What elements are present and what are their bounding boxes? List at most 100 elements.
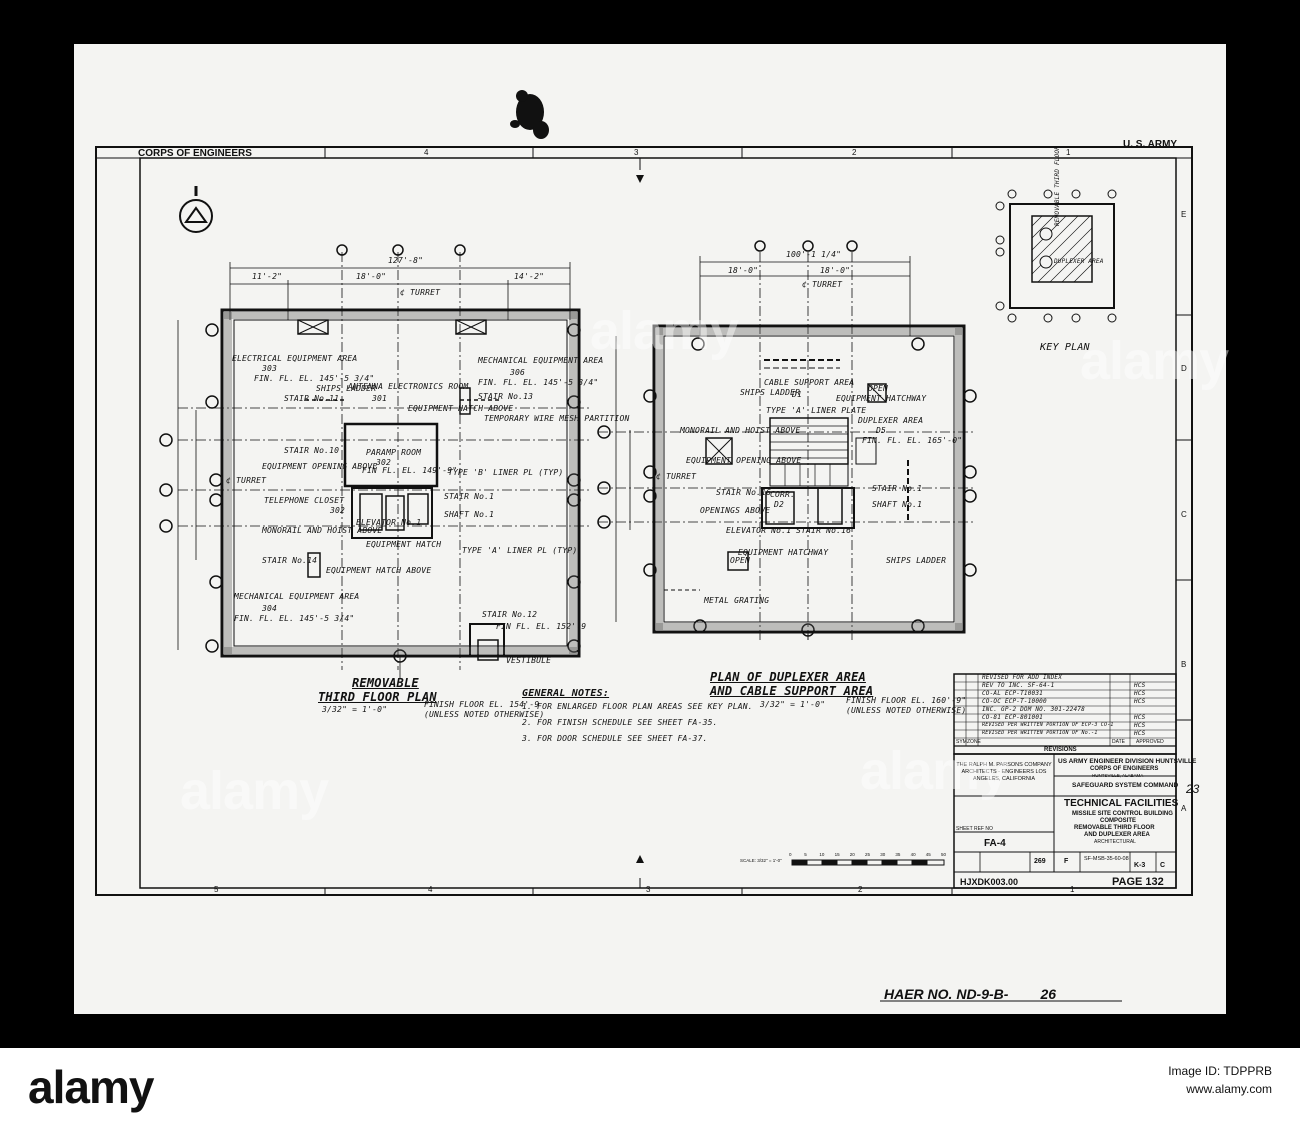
room-mech-north-label: MECHANICAL EQUIPMENT AREA — [478, 356, 604, 365]
drawing-subtitle-3: REMOVABLE THIRD FLOOR — [1074, 825, 1155, 831]
zone-col-bottom-2: 2 — [858, 885, 863, 894]
revisions-col-sym: SYM — [956, 739, 967, 745]
room-antenna-label: ANTENNA ELECTRONICS ROOM — [348, 382, 469, 391]
callout-stair-11: STAIR No.11 — [284, 394, 340, 403]
room-electrical-label: ELECTRICAL EQUIPMENT AREA — [232, 354, 358, 363]
callout-wire-mesh: TEMPORARY WIRE MESH PARTITION — [484, 414, 630, 423]
drawing-subtitle-2: COMPOSITE — [1100, 818, 1137, 824]
callout-vestibule: VESTIBULE — [506, 656, 552, 665]
room-duplexer-elevation: FIN. FL. EL. 165'-0" — [862, 436, 963, 445]
right-dim-b: 18'-0" — [820, 266, 851, 275]
left-dim-overall: 127'-8" — [388, 256, 424, 265]
room-mech-south-elevation: FIN. FL. EL. 145'-5 3/4" — [234, 614, 355, 623]
left-turret: ¢ TURRET — [400, 288, 441, 297]
revision-by-6: HCS — [1134, 714, 1146, 721]
key-plan-label-a: REMOVABLE THIRD FLOOR — [1054, 145, 1061, 226]
haer-number: HAER NO. ND-9-B-26 — [884, 986, 1057, 1002]
firm-name: THE RALPH M. PARSONS COMPANY ARCHITECTS … — [956, 762, 1052, 782]
scale-tick-label: 45 — [925, 852, 931, 857]
callout-type-a-liner: TYPE 'A' LINER PL (TYP) — [462, 546, 578, 555]
zone-row-c: C — [1181, 510, 1187, 519]
scale-tick-label: 30 — [880, 852, 886, 857]
left-plan-scale: 3/32" = 1'-0" — [322, 705, 388, 714]
revisions-title: REVISIONS — [1044, 747, 1077, 753]
room-antenna-number: 301 — [372, 394, 388, 403]
revision-by-3: HCS — [1134, 690, 1146, 697]
stock-footer-bar — [0, 1048, 1300, 1130]
room-corridor-label: CORR. — [770, 490, 796, 499]
general-notes-title: GENERAL NOTES: — [522, 688, 610, 699]
watermark-bottom-left: alamy — [180, 761, 329, 821]
right-dim-a: 18'-0" — [728, 266, 759, 275]
callout-openings-above: OPENINGS ABOVE — [700, 506, 771, 515]
revision-by-4: HCS — [1134, 698, 1146, 705]
scale-bar — [791, 859, 945, 866]
zone-row-e: E — [1181, 210, 1187, 219]
image-id: Image ID: TDPPRB — [1168, 1064, 1272, 1078]
zone-row-b: B — [1181, 660, 1187, 669]
zone-col-bottom-4: 4 — [428, 885, 433, 894]
left-plan-finish: FINISH FLOOR EL. 154'-9 — [424, 700, 540, 709]
scale-tick-label: 40 — [910, 852, 916, 857]
right-plan-scale: 3/32" = 1'-0" — [760, 700, 826, 709]
ink-blot — [510, 90, 549, 139]
callout-type-b-liner: TYPE 'B' LINER PL (TYP) — [448, 468, 564, 477]
revisions-col-zone: ZONE — [967, 739, 981, 745]
callout-monorail-left: MONORAIL AND HOIST ABOVE — [262, 526, 383, 535]
callout-ships-ladder-bottom: SHIPS LADDER — [886, 556, 947, 565]
right-plan-title-1: PLAN OF DUPLEXER AREA — [710, 670, 866, 684]
sheet-ref-number: FA-4 — [984, 838, 1006, 849]
revision-row-5: INC. GP-2 DOM NO. 301-22478 — [982, 706, 1085, 713]
key-plan-diagram — [995, 189, 1117, 323]
general-note-3: 3. FOR DOOR SCHEDULE SEE SHEET FA-37. — [522, 734, 708, 743]
callout-equipment-opening-right: EQUIPMENT OPENING ABOVE — [686, 456, 802, 465]
callout-stair-12: STAIR No.12 — [482, 610, 538, 619]
callout-stair-16-left: STAIR No.16 — [716, 488, 772, 497]
callout-shaft-1-right: SHAFT No.1 — [872, 500, 923, 509]
callout-open-top: OPEN — [868, 384, 889, 393]
left-dim-b: 18'-0" — [356, 272, 387, 281]
image-site[interactable]: www.alamy.com — [1186, 1082, 1272, 1096]
left-plan-title-2: THIRD FLOOR PLAN — [318, 690, 437, 704]
scale-tick-label: 10 — [819, 852, 825, 857]
drawing-title: TECHNICAL FACILITIES — [1064, 798, 1179, 809]
scale-tick-label: 50 — [941, 852, 947, 857]
callout-equipment-hatchway-top: EQUIPMENT HATCHWAY — [836, 394, 927, 403]
general-note-2: 2. FOR FINISH SCHEDULE SEE SHEET FA-35. — [522, 718, 718, 727]
room-paramp-label: PARAMP ROOM — [366, 448, 422, 457]
room-mech-south-label: MECHANICAL EQUIPMENT AREA — [234, 592, 360, 601]
callout-fin-fl-152: FIN FL. EL. 152'-9 — [496, 622, 587, 631]
zone-col-bottom-1: 1 — [1070, 885, 1075, 894]
zone-row-a: A — [1181, 804, 1187, 813]
revision-row-8: REVISED PER WRITTEN PORTION OF No.-1 — [982, 730, 1098, 736]
image-info: Image ID: TDPPRB www.alamy.com — [1168, 1062, 1272, 1098]
room-duplexer-label: DUPLEXER AREA — [858, 416, 924, 425]
revision-by-2: HCS — [1134, 682, 1146, 689]
revisions-col-date: DATE — [1112, 739, 1125, 745]
left-turret-2: ¢ TURRET — [226, 476, 267, 485]
callout-equipment-hatch-left: EQUIPMENT HATCH — [366, 540, 442, 549]
sheet-size: F — [1064, 858, 1069, 865]
key-plan-label-b: DUPLEXER AREA — [1054, 258, 1104, 265]
alamy-logo[interactable]: alamy — [28, 1061, 154, 1113]
revision-by-7: HCS — [1134, 722, 1146, 729]
watermark-right: alamy — [1080, 331, 1229, 391]
callout-elevator-right: ELEVATOR No.1 — [726, 526, 792, 535]
scale-bar-label: SCALE: 3/32" = 1'-0" — [740, 858, 782, 863]
left-dim-a: 11'-2" — [252, 272, 283, 281]
zone-col-top-4: 4 — [424, 148, 429, 157]
header-army: U. S. ARMY — [1123, 139, 1178, 150]
drawing-subtitle-5: ARCHITECTURAL — [1094, 839, 1136, 845]
callout-equipment-hatch-above: EQUIPMENT HATCH ABOVE — [408, 404, 514, 413]
revision-row-6: CO-81 ECP-801001 — [982, 714, 1043, 721]
drawing-subtitle-4: AND DUPLEXER AREA — [1084, 832, 1150, 838]
callout-shaft-1-left: SHAFT No.1 — [444, 510, 495, 519]
drawing-code: HJXDK003.00 — [960, 877, 1019, 887]
right-floor-plan — [597, 240, 977, 640]
sheet-ref-label: SHEET REF NO — [956, 826, 993, 832]
page-number: PAGE 132 — [1112, 876, 1164, 888]
right-turret-2: ¢ TURRET — [656, 472, 697, 481]
room-mech-north-number: 306 — [510, 368, 526, 377]
zone-row-d: D — [1181, 364, 1187, 373]
